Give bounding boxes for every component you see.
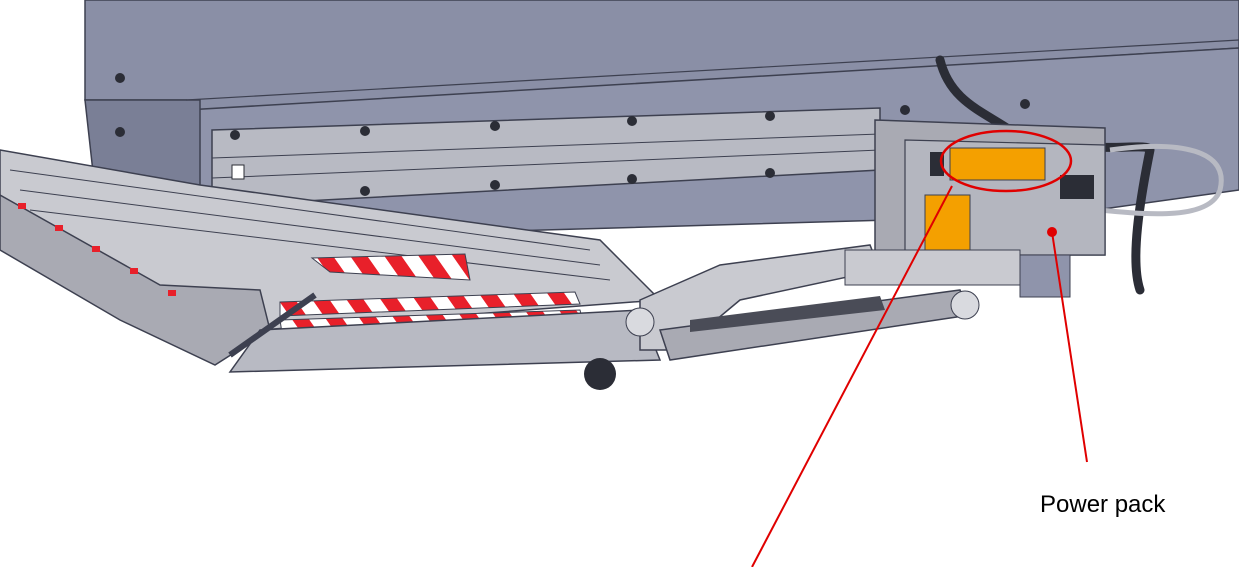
power-pack-unit [844, 119, 1106, 298]
callout-power-pack [1047, 227, 1088, 463]
lift-platform [0, 149, 662, 366]
power-pack-label: Power pack [1040, 491, 1166, 518]
lift-arms [228, 244, 980, 390]
callout-control-labels [751, 129, 1073, 567]
